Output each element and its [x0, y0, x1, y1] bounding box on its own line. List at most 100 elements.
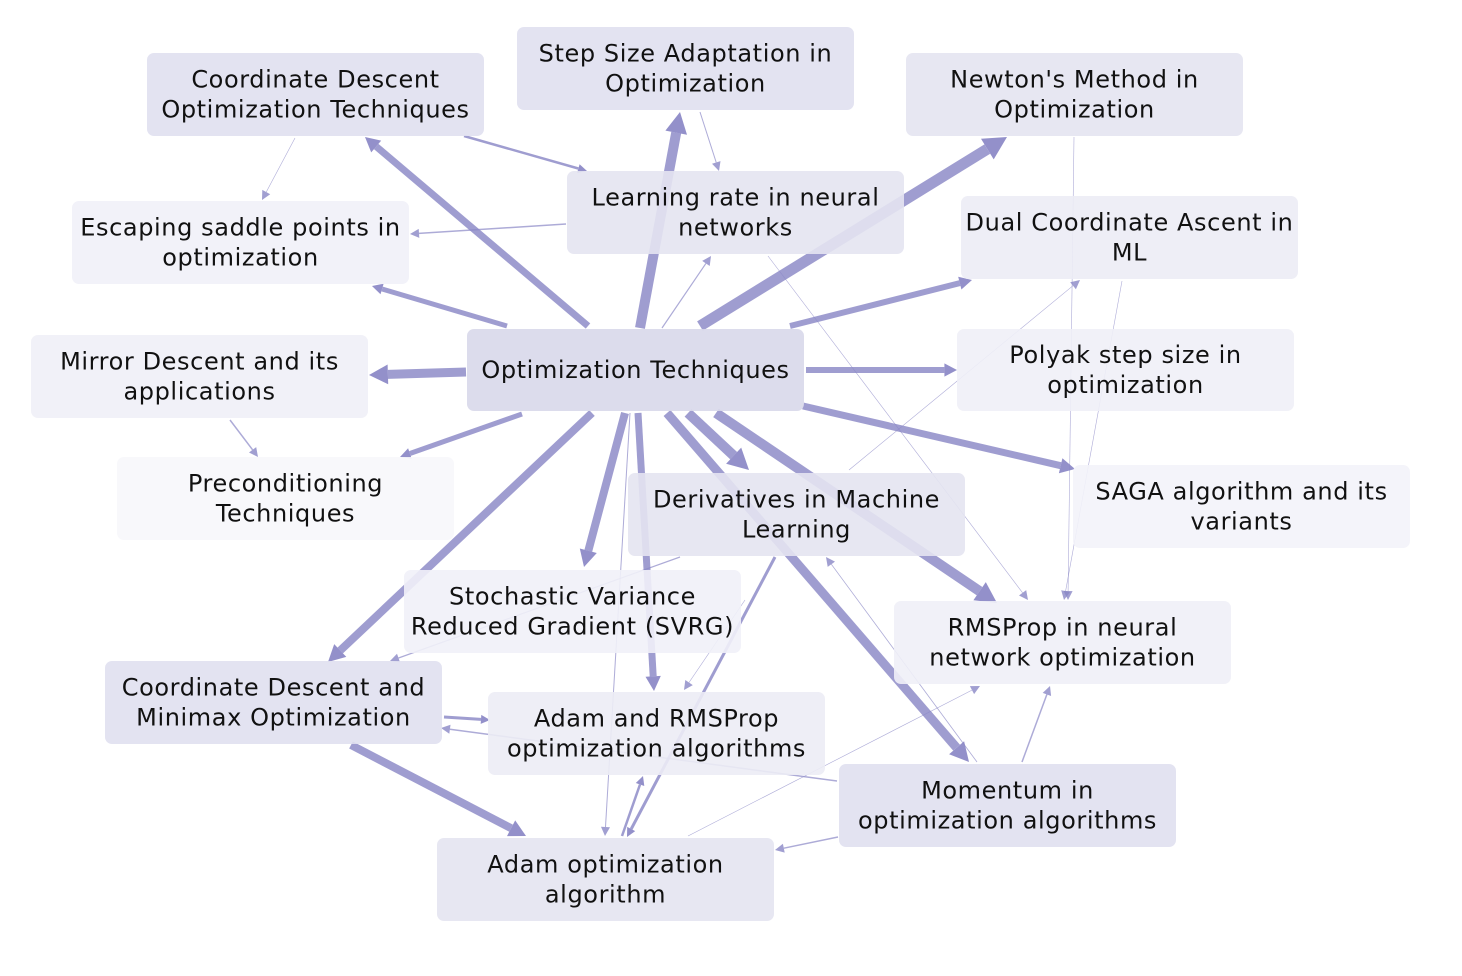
edge-momentum-optimization-to-derivatives-machine-learning-arrowhead: [826, 557, 835, 567]
edge-optimization-techniques-to-escaping-saddle-points-line: [381, 286, 508, 329]
edge-optimization-techniques-to-momentum-optimization-line: [663, 410, 961, 751]
edge-optimization-techniques-to-momentum-optimization-arrowhead: [949, 741, 969, 762]
node-label-line: Optimization Techniques: [481, 356, 789, 384]
node-box: [839, 764, 1176, 847]
edge-optimization-techniques-to-dual-coordinate-ascent: [789, 276, 972, 329]
node-label-line: network optimization: [929, 644, 1195, 672]
edge-optimization-techniques-to-coordinate-descent-optimization-techniques: [365, 137, 591, 329]
edge-optimization-techniques-to-polyak-step-size-arrowhead: [944, 363, 957, 377]
edge-momentum-optimization-to-coordinate-descent-minimax-arrowhead: [441, 724, 451, 734]
edge-coordinate-descent-minimax-to-adam-optimization-algorithm-arrowhead: [507, 820, 526, 837]
node-label-line: Mirror Descent and its: [60, 348, 339, 376]
node-label-line: Polyak step size in: [1009, 341, 1241, 369]
node-label-line: optimization: [162, 244, 319, 272]
node-box: [404, 570, 741, 653]
edge-optimization-techniques-to-saga-algorithm: [802, 402, 1075, 474]
edge-optimization-techniques-to-mirror-descent-line: [387, 367, 467, 379]
edge-learning-rate-neural-networks-to-escaping-saddle-points-arrowhead: [410, 228, 420, 238]
edge-optimization-techniques-to-mirror-descent: [369, 364, 467, 385]
edge-coordinate-descent-optimization-techniques-to-escaping-saddle-points-arrowhead: [262, 189, 271, 200]
edge-adam-optimization-algorithm-to-rmsprop-neural-network-line: [687, 689, 973, 837]
node-label-line: applications: [123, 378, 275, 406]
node-box: [567, 171, 904, 254]
node-label-line: Optimization: [994, 96, 1155, 124]
edge-optimization-techniques-to-coordinate-descent-minimax-line: [337, 410, 595, 654]
node-label-line: Preconditioning: [188, 470, 383, 498]
edge-momentum-optimization-to-rmsprop-neural-network-line: [1021, 694, 1048, 763]
edge-optimization-techniques-to-preconditioning-techniques-arrowhead: [400, 448, 412, 459]
node-label-line: Minimax Optimization: [136, 704, 411, 732]
edge-coordinate-descent-minimax-to-adam-optimization-algorithm-line: [349, 741, 513, 832]
edge-optimization-techniques-to-momentum-optimization: [663, 410, 969, 762]
edge-learning-rate-neural-networks-to-escaping-saddle-points: [410, 223, 567, 238]
node-box: [957, 329, 1294, 411]
node-label-line: Reduced Gradient (SVRG): [411, 613, 734, 641]
edge-coordinate-descent-optimization-techniques-to-escaping-saddle-points-line: [265, 137, 296, 193]
node-box: [961, 196, 1298, 279]
edge-momentum-optimization-to-adam-optimization-algorithm-arrowhead: [775, 843, 785, 853]
edge-optimization-techniques-to-polyak-step-size: [806, 363, 957, 377]
node-box: [147, 53, 484, 136]
node-label-line: Adam optimization: [487, 851, 723, 879]
edge-optimization-techniques-to-coordinate-descent-minimax: [328, 410, 595, 662]
edge-coordinate-descent-minimax-to-adam-and-rmsprop: [443, 714, 490, 724]
edge-optimization-techniques-to-escaping-saddle-points: [372, 283, 508, 329]
edge-coordinate-descent-optimization-techniques-to-learning-rate-neural-networks-line: [463, 134, 579, 170]
edge-derivatives-machine-learning-to-adam-optimization-algorithm-arrowhead: [627, 826, 636, 837]
edge-optimization-techniques-to-step-size-adaptation-arrowhead: [665, 112, 687, 135]
node-label-line: networks: [678, 214, 793, 242]
edge-optimization-techniques-to-dual-coordinate-ascent-arrowhead: [958, 276, 972, 290]
node-label-line: SAGA algorithm and its: [1095, 478, 1387, 506]
edge-adam-optimization-algorithm-to-rmsprop-neural-network: [687, 686, 980, 837]
edge-mirror-descent-to-preconditioning-techniques-arrowhead: [249, 447, 258, 457]
edge-coordinate-descent-optimization-techniques-to-learning-rate-neural-networks-arrowhead: [577, 164, 587, 173]
edge-step-size-adaptation-to-learning-rate-neural-networks: [699, 111, 721, 171]
node-box: [105, 661, 442, 744]
edge-optimization-techniques-to-adam-and-rmsprop-arrowhead: [645, 675, 661, 691]
edge-coordinate-descent-minimax-to-adam-optimization-algorithm: [349, 741, 526, 837]
edge-optimization-techniques-to-derivatives-machine-learning-line: [684, 409, 738, 460]
node-label-line: Learning: [742, 516, 851, 544]
edge-step-size-adaptation-to-learning-rate-neural-networks-line: [699, 111, 717, 163]
edge-optimization-techniques-to-dual-coordinate-ascent-line: [789, 280, 961, 329]
edge-optimization-techniques-to-newtons-method-arrowhead: [981, 137, 1007, 160]
edge-momentum-optimization-to-rmsprop-neural-network: [1021, 686, 1052, 763]
edge-optimization-techniques-to-learning-rate-neural-networks: [661, 256, 711, 329]
edge-optimization-techniques-to-derivatives-machine-learning-arrowhead: [726, 447, 749, 470]
edge-optimization-techniques-to-coordinate-descent-optimization-techniques-line: [373, 143, 591, 329]
edge-dual-coordinate-ascent-to-rmsprop-neural-network-arrowhead: [1061, 590, 1070, 600]
edge-momentum-optimization-to-rmsprop-neural-network-arrowhead: [1042, 686, 1052, 696]
node-box: [894, 601, 1231, 684]
node-box: [437, 838, 774, 921]
edge-learning-rate-neural-networks-to-escaping-saddle-points-line: [418, 223, 567, 235]
node-optimization-techniques[interactable]: Optimization Techniques: [467, 329, 804, 411]
edge-adam-optimization-algorithm-to-adam-and-rmsprop-line: [620, 784, 642, 837]
edge-adam-optimization-algorithm-to-rmsprop-neural-network-arrowhead: [969, 686, 980, 695]
edge-coordinate-descent-optimization-techniques-to-escaping-saddle-points: [262, 137, 296, 200]
edge-mirror-descent-to-preconditioning-techniques-line: [229, 419, 254, 451]
node-box: [117, 457, 454, 540]
node-box: [517, 27, 854, 110]
edge-coordinate-descent-minimax-to-adam-and-rmsprop-line: [443, 715, 482, 721]
node-label-line: Optimization: [605, 70, 766, 98]
edge-optimization-techniques-to-coordinate-descent-minimax-arrowhead: [328, 644, 347, 662]
